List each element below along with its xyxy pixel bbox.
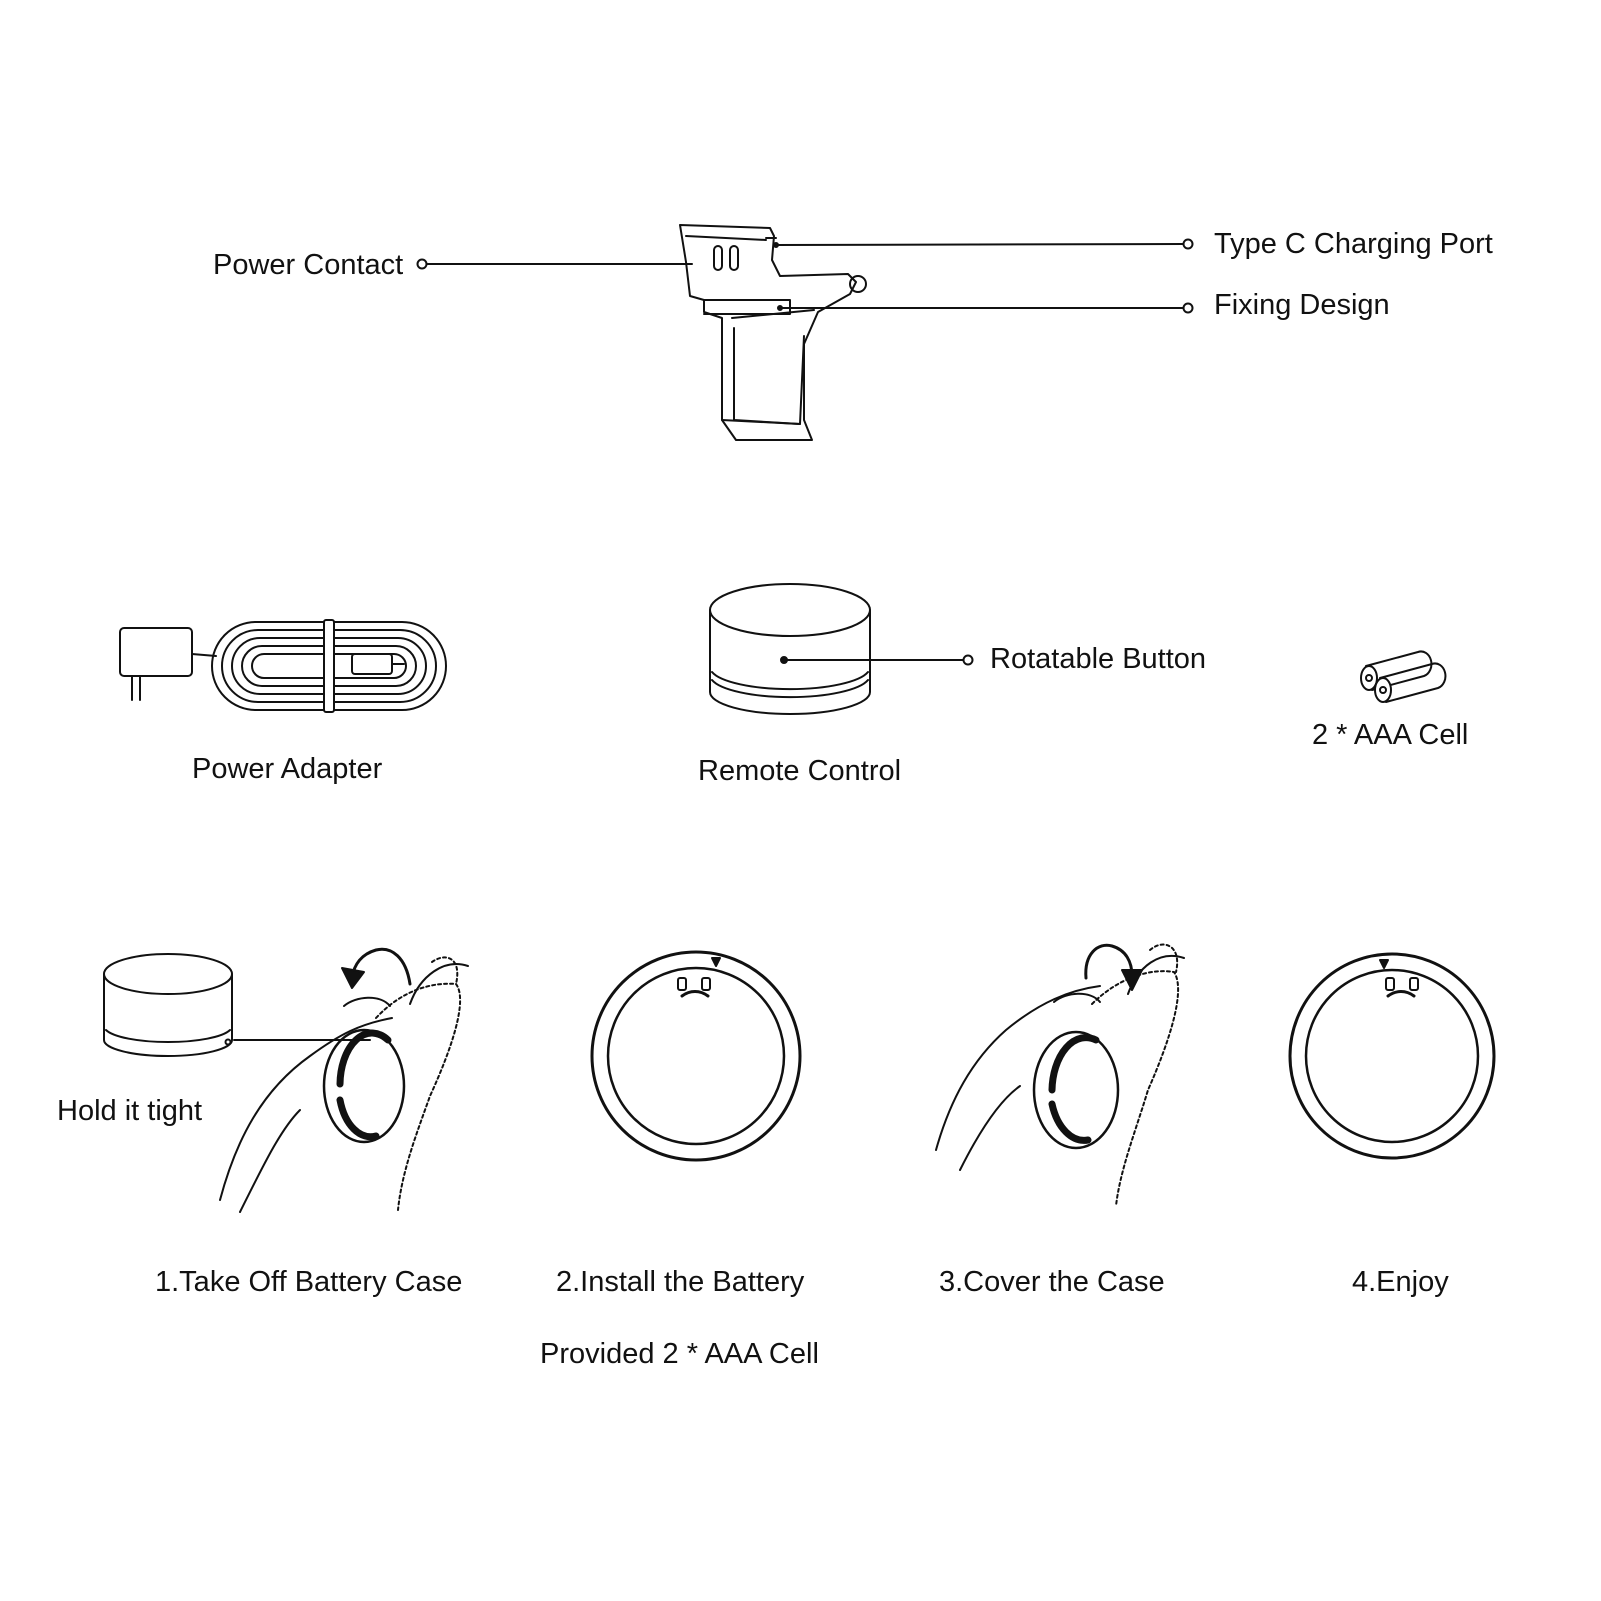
- hold-tip-label: Hold it tight: [57, 1095, 203, 1127]
- power-adapter-illustration: [120, 620, 446, 712]
- step1-label: 1.Take Off Battery Case: [155, 1266, 463, 1298]
- wall-mount-bracket: [680, 225, 866, 440]
- rotatable-button-label: Rotatable Button: [990, 643, 1207, 675]
- remote-control-label: Remote Control: [698, 755, 902, 787]
- fixing-design-label: Fixing Design: [1214, 289, 1390, 321]
- step1-illustration: [104, 949, 468, 1212]
- power-contact-pin: [714, 246, 722, 270]
- power-contact-label: Power Contact: [213, 249, 404, 281]
- step3-illustration: [936, 945, 1184, 1206]
- step2-label: 2.Install the Battery: [556, 1266, 805, 1298]
- remote-control-illustration: [710, 584, 973, 714]
- step4-illustration: [1290, 954, 1494, 1158]
- step4-label: 4.Enjoy: [1352, 1266, 1449, 1298]
- power-contact-pin: [730, 246, 738, 270]
- battery-note-label: Provided 2 * AAA Cell: [540, 1338, 819, 1370]
- power-adapter-label: Power Adapter: [192, 753, 383, 785]
- battery-cells-illustration: [1361, 651, 1445, 702]
- battery-cells-label: 2 * AAA Cell: [1312, 719, 1469, 751]
- bracket-leaders: [418, 240, 1193, 313]
- step3-label: 3.Cover the Case: [939, 1266, 1165, 1298]
- type-c-port-label: Type C Charging Port: [1214, 228, 1493, 260]
- step2-illustration: [592, 952, 800, 1160]
